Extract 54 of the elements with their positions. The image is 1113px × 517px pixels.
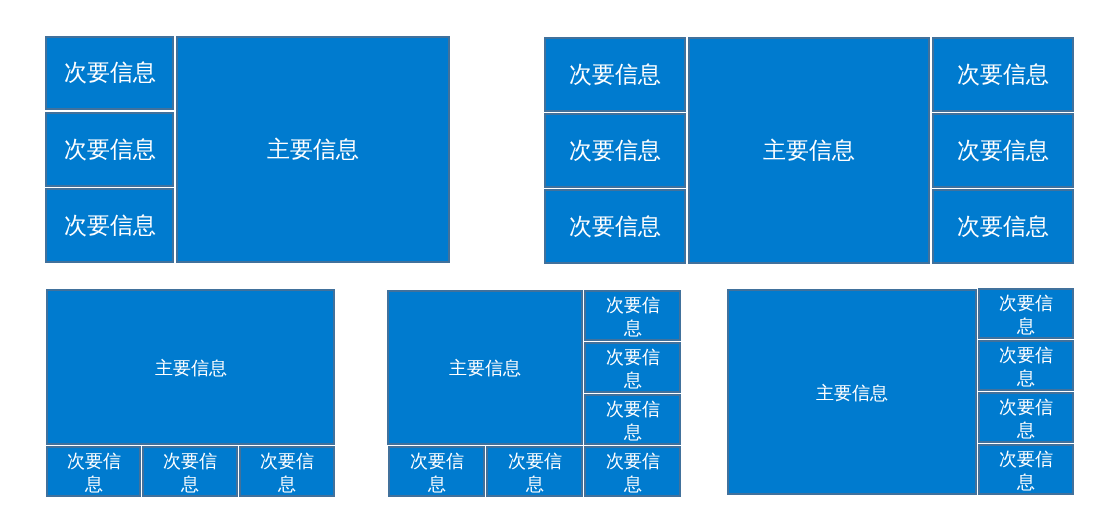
info-tile bbox=[932, 37, 1074, 112]
info-tile bbox=[544, 113, 686, 188]
info-tile bbox=[387, 290, 583, 445]
info-tile bbox=[584, 342, 681, 393]
info-tile bbox=[544, 37, 686, 112]
tile-label: 次要信息 bbox=[408, 448, 465, 495]
tile-label: 次要信息 bbox=[604, 396, 661, 443]
info-tile bbox=[978, 444, 1074, 495]
tile-label: 次要信息 bbox=[63, 135, 156, 164]
info-tile bbox=[978, 340, 1074, 391]
info-tile bbox=[45, 188, 174, 263]
tile-label: 次要信息 bbox=[957, 136, 1049, 165]
tile-label: 次要信息 bbox=[957, 212, 1049, 241]
tile-label: 次要信息 bbox=[63, 211, 156, 240]
tile-label: 主要信息 bbox=[816, 380, 888, 404]
tile-label: 次要信息 bbox=[63, 59, 156, 87]
tile-label: 次要信息 bbox=[569, 60, 661, 89]
tile-label: 次要信息 bbox=[65, 448, 122, 495]
info-tile bbox=[584, 290, 681, 341]
info-tile bbox=[486, 446, 583, 497]
tile-label: 次要信息 bbox=[998, 290, 1054, 337]
info-tile bbox=[142, 446, 238, 497]
tile-label: 主要信息 bbox=[449, 356, 521, 379]
tile-label: 次要信息 bbox=[569, 136, 661, 165]
tile-label: 次要信息 bbox=[998, 446, 1054, 493]
info-tile bbox=[46, 446, 141, 497]
info-tile bbox=[688, 37, 930, 264]
tile-label: 次要信息 bbox=[506, 448, 563, 495]
info-tile bbox=[544, 189, 686, 264]
info-tile bbox=[45, 36, 174, 110]
tile-label: 主要信息 bbox=[154, 355, 227, 379]
info-tile bbox=[584, 446, 681, 497]
info-tile bbox=[388, 446, 485, 497]
tile-label: 次要信息 bbox=[998, 394, 1054, 441]
tile-label: 次要信息 bbox=[998, 342, 1054, 389]
tile-label: 次要信息 bbox=[604, 292, 661, 339]
tile-label: 次要信息 bbox=[604, 448, 661, 495]
info-tile bbox=[584, 394, 681, 445]
info-tile bbox=[239, 446, 335, 497]
info-tile bbox=[46, 289, 335, 445]
info-tile bbox=[45, 112, 174, 187]
tile-label: 次要信息 bbox=[604, 344, 661, 391]
tile-label: 主要信息 bbox=[763, 136, 855, 165]
info-tile bbox=[727, 289, 977, 495]
info-tile bbox=[978, 288, 1074, 339]
tile-label: 主要信息 bbox=[267, 135, 359, 164]
info-tile bbox=[176, 36, 450, 263]
tile-label: 次要信息 bbox=[162, 448, 218, 495]
info-tile bbox=[978, 392, 1074, 443]
info-tile bbox=[932, 113, 1074, 188]
tile-label: 次要信息 bbox=[259, 448, 315, 495]
tile-label: 次要信息 bbox=[569, 212, 661, 241]
info-tile bbox=[932, 189, 1074, 264]
tile-label: 次要信息 bbox=[957, 60, 1049, 89]
